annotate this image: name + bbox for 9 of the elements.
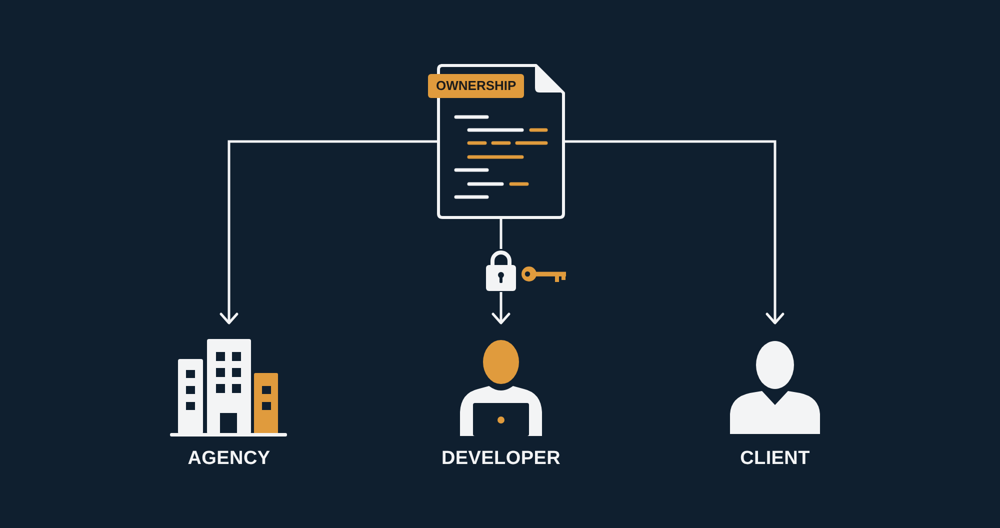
document-tag: OWNERSHIP — [428, 74, 524, 98]
node-label: CLIENT — [740, 448, 810, 470]
arrow — [565, 140, 784, 324]
arrow — [492, 292, 510, 324]
padlock-key-icon — [484, 250, 568, 292]
node-label: AGENCY — [188, 448, 270, 470]
node-label: DEVELOPER — [442, 448, 560, 470]
connector-line — [500, 219, 502, 249]
arrow — [220, 140, 437, 324]
